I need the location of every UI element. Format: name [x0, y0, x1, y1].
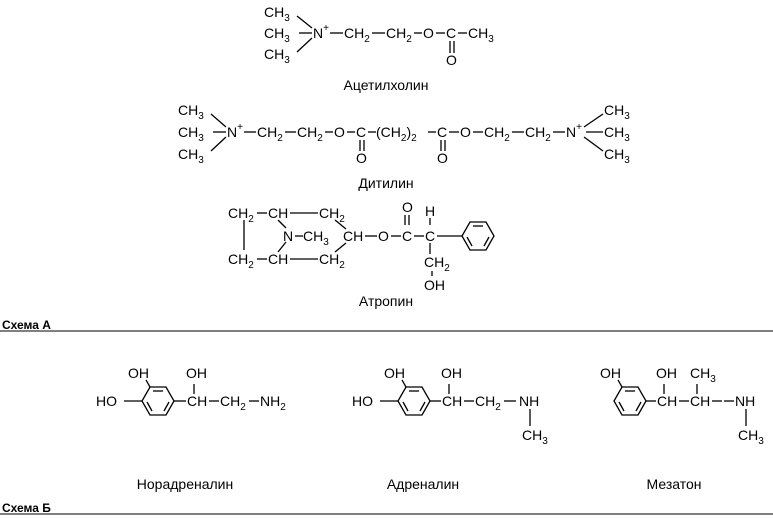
atom-methyl: CH3 [604, 124, 630, 144]
atom-nitrogen-plus: N+ [313, 23, 329, 41]
atom-nitrogen: N [283, 228, 293, 244]
atom-hydrogen: H [425, 203, 435, 219]
atom-hydroxyl: OH [128, 365, 149, 381]
atom-oxygen: O [402, 199, 413, 215]
atom-methyl: CH3 [468, 25, 494, 45]
atom-methylene: CH2 [475, 393, 501, 413]
atom-methylene: CH [690, 393, 710, 409]
atom-carbon: C [425, 228, 435, 244]
atom-oxygen: O [378, 228, 389, 244]
atom-methylene: CH2 [424, 254, 450, 274]
atom-oxygen: O [423, 25, 434, 41]
scheme-b-label: Схема Б [2, 501, 51, 515]
atom-methyl: CH3 [264, 25, 290, 45]
mezaton-structure: OH CH OH CH CH3 NH CH3 [600, 365, 764, 447]
atom-methylene: CH2 [525, 124, 551, 144]
atom-nitrogen-plus: N+ [227, 122, 243, 140]
molecule-name-acetylcholine: Ацетилхолин [344, 77, 429, 93]
atom-methyl: CH3 [178, 124, 204, 144]
atom-methylene: CH [657, 393, 677, 409]
atom-methyl: CH3 [178, 146, 204, 166]
atom-methylene: CH2 [297, 124, 323, 144]
scheme-a-label: Схема А [2, 318, 51, 332]
molecule-name-ditylin: Дитилин [358, 175, 413, 191]
atom-carbon: C [356, 124, 366, 140]
atom-methylene: CH2 [228, 205, 254, 225]
atom-hydroxyl: HO [352, 393, 373, 409]
atom-methyl: CH3 [604, 102, 630, 122]
atom-hydroxyl: OH [600, 365, 621, 381]
atom-methyl: CH3 [303, 228, 329, 248]
molecule-name-mezaton: Мезатон [647, 476, 702, 492]
atom-hydroxyl: OH [441, 365, 462, 381]
atom-nitrogen-plus: N+ [566, 122, 582, 140]
atom-methylene: CH2 [228, 251, 254, 271]
atom-methylene: CH2 [257, 124, 283, 144]
ditylin-structure: CH3 CH3 CH3 N+ CH2 CH2 O C O (CH2)2 C O … [178, 102, 630, 166]
atom-methylene: CH [442, 393, 462, 409]
atom-hydroxyl: OH [424, 277, 445, 293]
atom-hydroxyl: OH [186, 365, 207, 381]
atom-oxygen: O [334, 124, 345, 140]
atom-methylene: CH2 [386, 25, 412, 45]
molecule-name-noradrenaline: Норадреналин [137, 476, 233, 492]
atom-oxygen: O [446, 52, 457, 68]
atom-methyl: CH3 [690, 365, 716, 385]
atom-methylene: CH [268, 205, 288, 221]
atom-hydroxyl: OH [384, 365, 405, 381]
atom-methyl: CH3 [522, 427, 548, 447]
atom-methylene: CH2 [344, 25, 370, 45]
atom-amine: NH2 [260, 393, 286, 413]
benzene-ring [461, 221, 495, 251]
atom-methyl: CH3 [604, 146, 630, 166]
atom-carbon: C [446, 25, 456, 41]
atom-methylene-group: (CH2)2 [376, 124, 417, 144]
molecule-name-adrenaline: Адреналин [387, 476, 459, 492]
atom-methylene: CH2 [319, 251, 345, 271]
atom-carbon: C [437, 124, 447, 140]
atom-methyl: CH3 [264, 46, 290, 66]
atom-amine: NH [735, 393, 755, 409]
molecule-name-atropine: Атропин [359, 293, 413, 309]
atropine-structure: CH2 CH CH2 CH2 CH CH2 N CH3 CH O C O C H [228, 199, 495, 293]
atom-oxygen: O [356, 150, 367, 166]
atom-oxygen: O [437, 150, 448, 166]
atom-methylene: CH2 [220, 393, 246, 413]
atom-methyl: CH3 [264, 4, 290, 24]
atom-methylene: CH [268, 251, 288, 267]
atom-methylene: CH [187, 393, 207, 409]
noradrenaline-structure: OH HO CH OH CH2 NH2 [96, 365, 286, 416]
acetylcholine-structure: CH3 CH3 CH3 N+ CH2 CH2 O C CH3 O [264, 4, 494, 68]
atom-carbon: C [402, 228, 412, 244]
adrenaline-structure: OH HO CH OH CH2 NH CH3 [352, 365, 548, 447]
atom-hydroxyl: HO [96, 393, 117, 409]
atom-oxygen: O [460, 124, 471, 140]
atom-amine: NH [519, 393, 539, 409]
atom-hydroxyl: OH [656, 365, 677, 381]
atom-methylene: CH [343, 228, 363, 244]
atom-methyl: CH3 [178, 102, 204, 122]
atom-methyl: CH3 [738, 427, 764, 447]
atom-methylene: CH2 [484, 124, 510, 144]
atom-methylene: CH2 [319, 205, 345, 225]
